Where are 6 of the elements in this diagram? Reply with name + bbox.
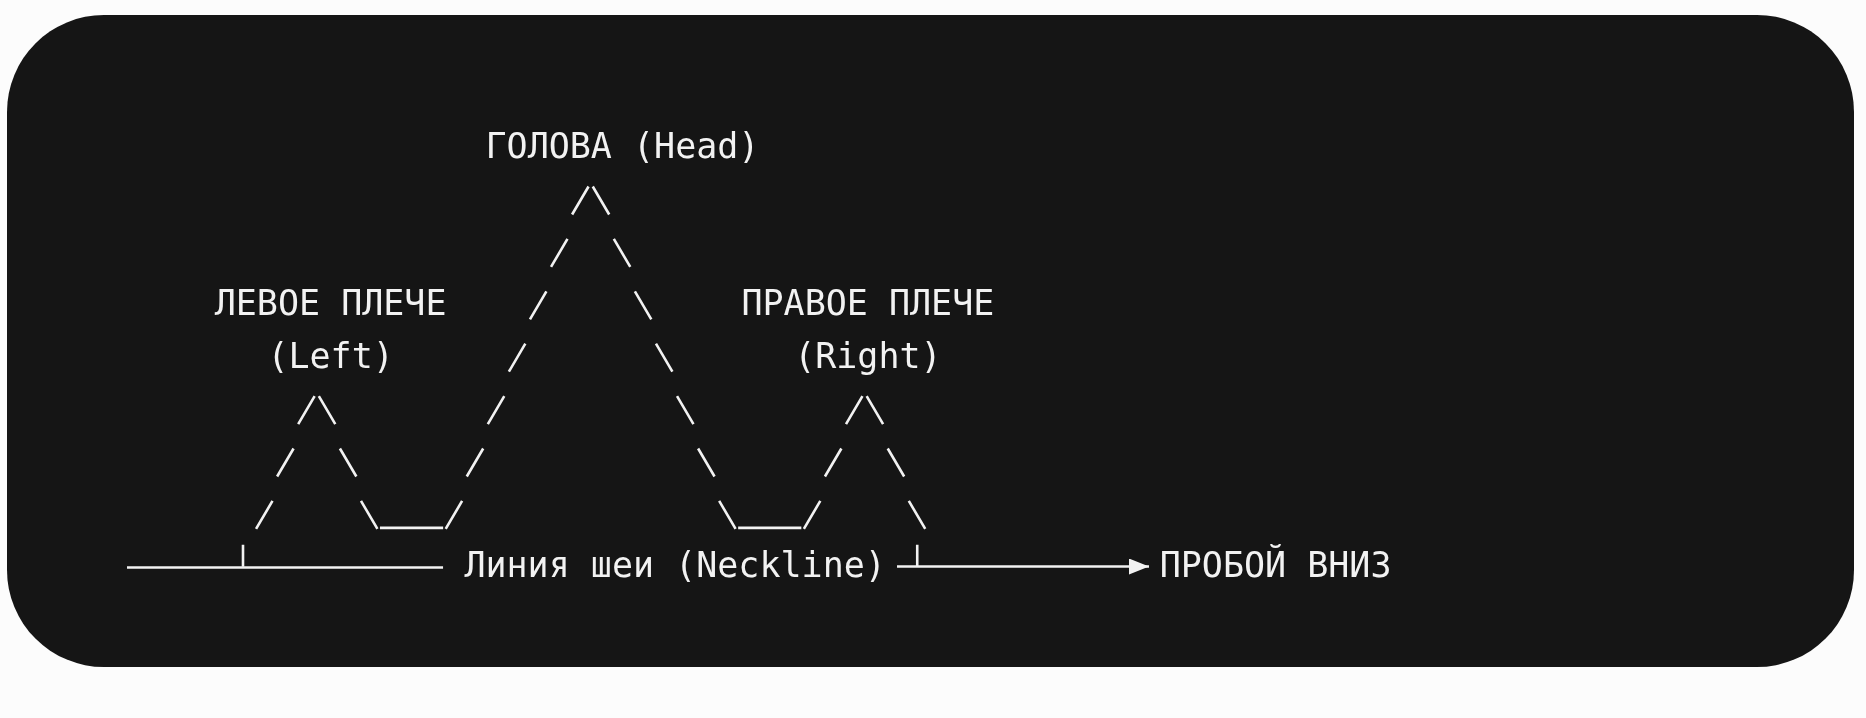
peak-label: ГОЛОВА (Head) xyxy=(485,125,760,169)
breakout-label: ПРОБОЙ ВНИЗ xyxy=(1149,539,1403,592)
neckline-label: Линия шеи (Neckline) xyxy=(453,539,897,592)
peak-label: ЛЕВОЕ ПЛЕЧЕ (Left) xyxy=(213,282,448,378)
arrow xyxy=(897,558,1149,575)
peak-label: ПРАВОЕ ПЛЕЧЕ (Right) xyxy=(740,282,996,378)
